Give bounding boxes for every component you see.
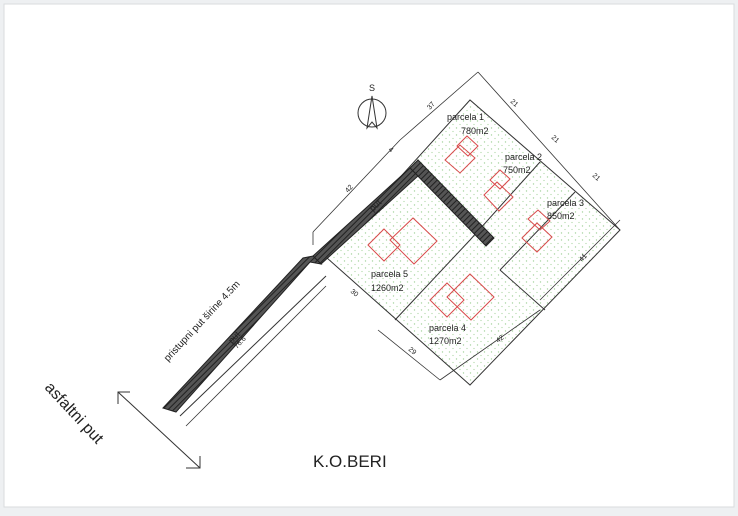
asphalt-road-arrow	[117, 391, 201, 469]
dim-41: 41	[578, 253, 588, 264]
parcel-2-name: parcela 2	[505, 152, 542, 162]
location-title: K.O.BERI	[313, 452, 387, 471]
dim-37: 37	[426, 101, 436, 112]
house-parcela-3	[521, 222, 553, 253]
inner-road	[409, 159, 495, 247]
dim-21-c: 21	[591, 172, 602, 182]
parcel-4-name: parcela 4	[429, 323, 466, 333]
parcel-3-area: 850m2	[547, 211, 575, 221]
houses	[367, 135, 553, 321]
parcel-dividers	[394, 161, 576, 321]
house-parcela-4	[429, 282, 465, 318]
parcel-3-name: parcela 3	[547, 198, 584, 208]
dim-42-top: 42	[344, 184, 354, 195]
dim-4: 4	[387, 146, 395, 154]
parcel-2-area: 750m2	[503, 165, 531, 175]
dim-42-bottom: 42	[495, 334, 506, 344]
dimension-lines	[312, 71, 621, 381]
house-parcela-5	[367, 228, 401, 262]
dim-21-a: 21	[509, 98, 520, 108]
parcel-1-area: 780m2	[461, 126, 489, 136]
north-arrow-icon: S	[357, 83, 387, 130]
parcel-4-area: 1270m2	[429, 336, 462, 346]
house-parcela-2	[483, 181, 514, 212]
dim-29: 29	[407, 346, 418, 356]
dim-30: 30	[349, 288, 360, 298]
parcel-5-area: 1260m2	[371, 283, 404, 293]
house-parcela-1	[444, 144, 476, 174]
north-letter: S	[369, 83, 375, 93]
access-length-dim	[185, 285, 327, 427]
dim-21-b: 21	[550, 134, 561, 144]
parcel-1-name: parcela 1	[447, 112, 484, 122]
parcel-5-name: parcela 5	[371, 269, 408, 279]
access-road-edge	[179, 275, 327, 417]
access-road	[162, 255, 323, 413]
